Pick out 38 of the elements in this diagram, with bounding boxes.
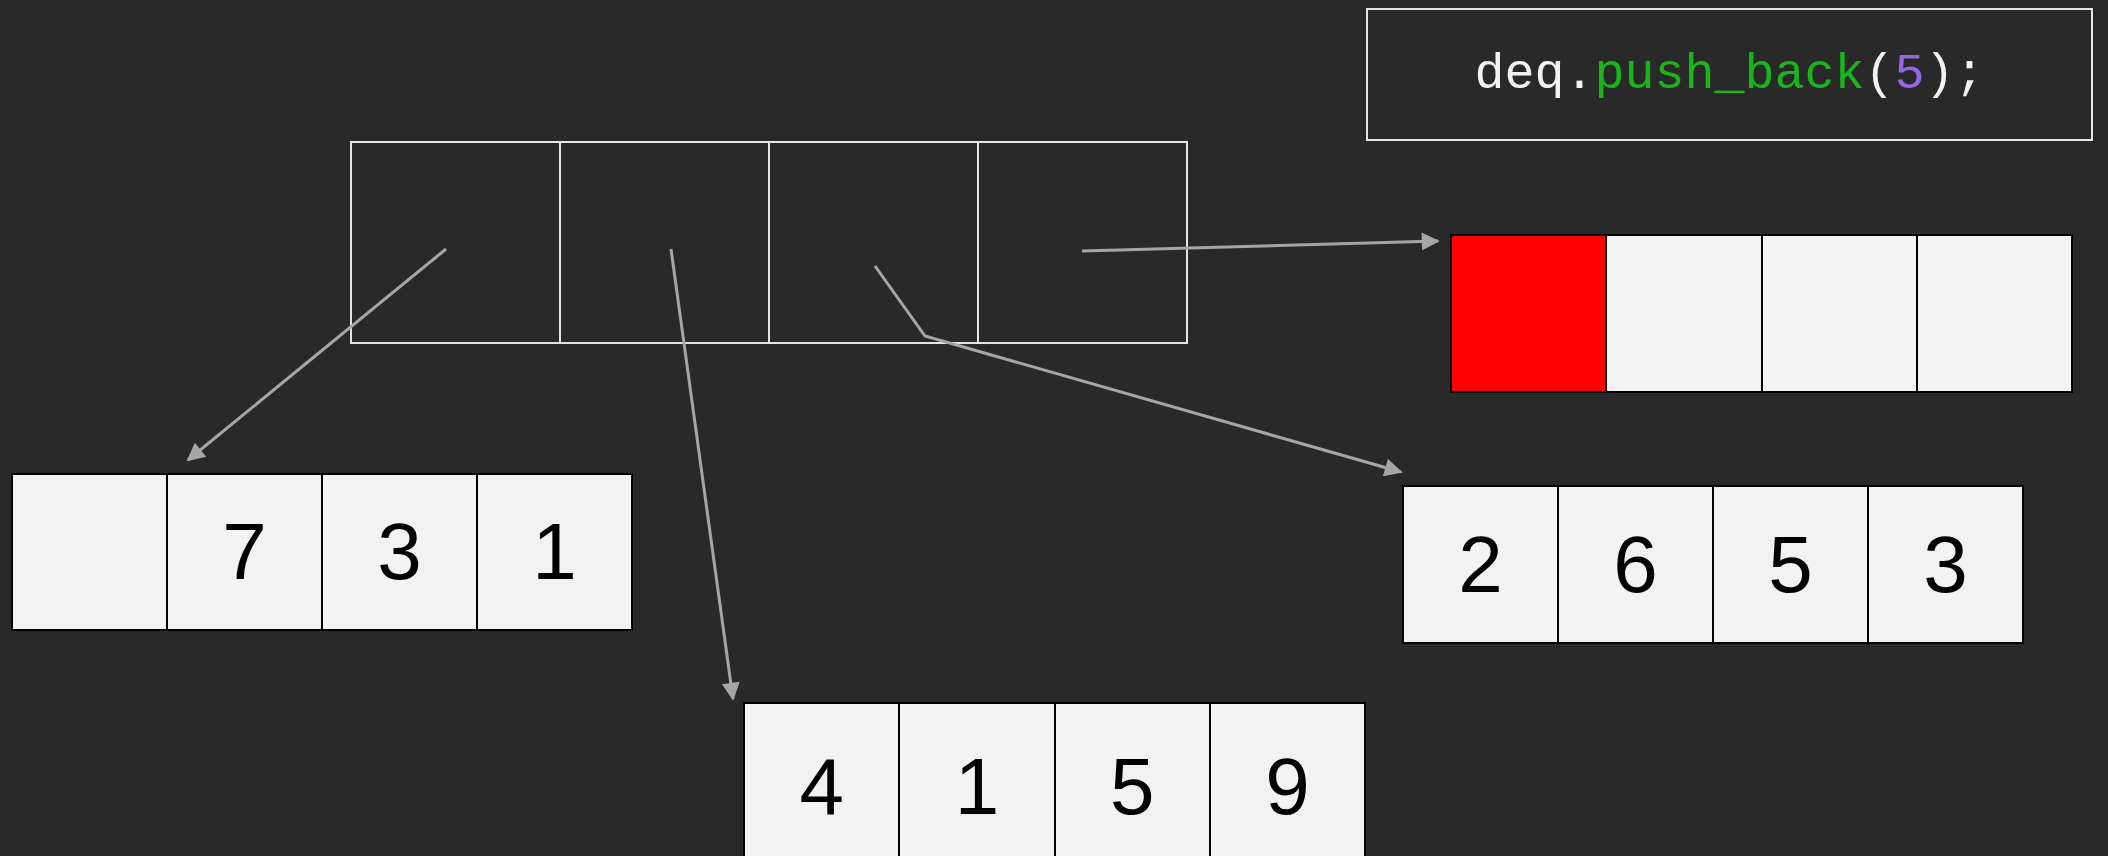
array-cell: [898, 704, 1054, 856]
array-cell: [1605, 236, 1761, 391]
array-cell: [13, 475, 166, 629]
cell-value: 1: [954, 747, 1000, 827]
arrow: [873, 265, 1403, 477]
array-cell: [1712, 487, 1867, 642]
cell-value: 6: [1613, 524, 1658, 605]
cell-value: 1: [532, 512, 577, 592]
cell-value: 4: [799, 747, 844, 827]
arrow: [669, 248, 740, 701]
cell-value: 2: [1458, 524, 1503, 605]
cell-value: 3: [377, 512, 422, 592]
array-cell: [1053, 704, 1209, 856]
arrow: [186, 247, 447, 462]
array-cell: [166, 475, 321, 629]
array-cell: [321, 475, 476, 629]
cell-value: 5: [1109, 747, 1155, 827]
code-text: deq.push_back(5);: [1474, 45, 1985, 105]
array-cell: [1867, 487, 2022, 642]
code-box: [1366, 8, 2093, 141]
memory-block: [1402, 485, 2024, 644]
memory-block: [11, 473, 633, 631]
arrow: [1081, 232, 1440, 253]
array-cell: [476, 475, 631, 629]
array-cell: [1208, 704, 1364, 856]
cell-value: 5: [1768, 524, 1813, 605]
array-cell: [1452, 236, 1606, 391]
memory-block: [743, 702, 1366, 856]
cell-value: 9: [1265, 747, 1310, 827]
cell-value: 3: [1923, 524, 1968, 605]
array-cell: [1915, 236, 2071, 391]
map-array: [350, 141, 1188, 344]
cell-value: 7: [222, 512, 267, 592]
array-cell: [745, 704, 899, 856]
array-cell: [1404, 487, 1557, 642]
memory-block: [1450, 234, 2073, 393]
array-cell: [1557, 487, 1712, 642]
array-cell: [1760, 236, 1916, 391]
